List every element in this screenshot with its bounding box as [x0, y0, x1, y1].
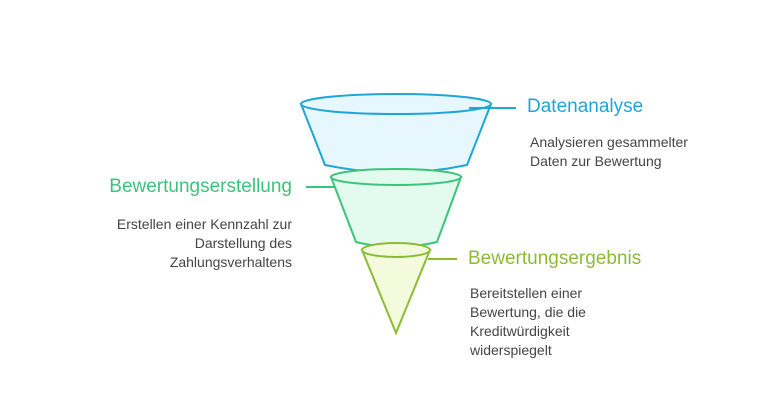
stage-title-bewertungserstellung: Bewertungserstellung	[109, 176, 292, 197]
stage-title-datenanalyse: Datenanalyse	[527, 96, 644, 117]
stage-description-bewertungsergebnis: Bereitstellen einer Bewertung, die die K…	[470, 284, 586, 360]
description-line: widerspiegelt	[470, 342, 552, 358]
stage-description-bewertungserstellung: Erstellen einer Kennzahl zur Darstellung…	[117, 215, 292, 272]
stage-description-datenanalyse: Analysieren gesammelter Daten zur Bewert…	[530, 133, 688, 171]
description-line: Bereitstellen einer	[470, 285, 583, 301]
description-line: Daten zur Bewertung	[530, 153, 662, 169]
description-line: Kreditwürdigkeit	[470, 323, 570, 339]
funnel-stage-1	[299, 93, 516, 174]
description-line: Erstellen einer Kennzahl zur	[116, 216, 292, 232]
funnel-stage-2	[306, 168, 463, 248]
funnel-stage-3	[360, 242, 457, 336]
description-line: Bewertung, die die	[470, 304, 586, 320]
description-line: Zahlungsverhaltens	[169, 254, 292, 270]
description-line: Darstellung des	[194, 235, 292, 251]
stage-title-bewertungsergebnis: Bewertungsergebnis	[468, 248, 642, 269]
description-line: Analysieren gesammelter	[530, 134, 688, 150]
